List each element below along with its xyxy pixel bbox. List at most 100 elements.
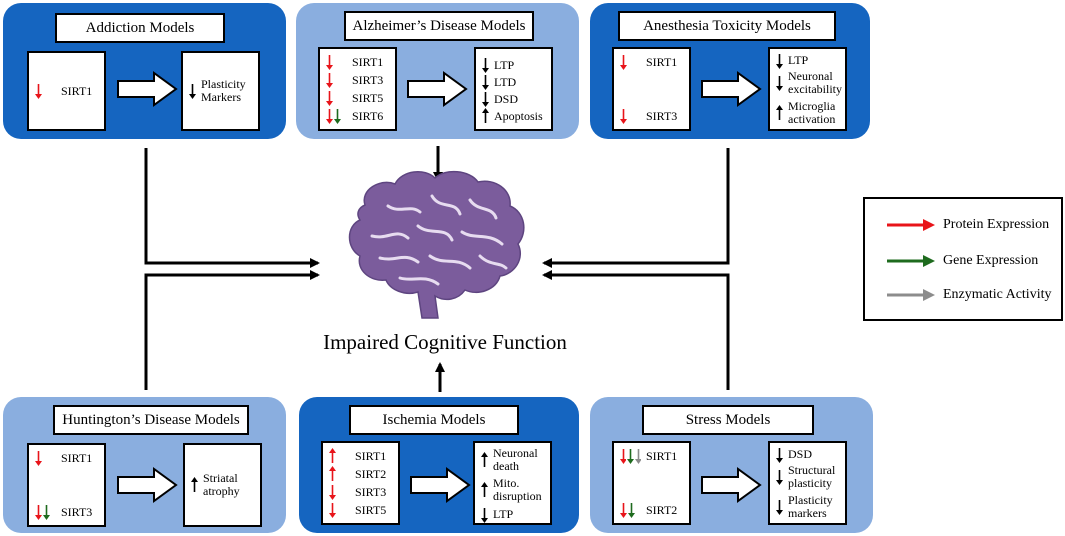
effect-label: LTD [494, 74, 517, 89]
up-arrow-icon [481, 451, 488, 467]
sirt-row: SIRT3 [620, 108, 677, 124]
arrow-group [329, 466, 351, 482]
connector-huntington [144, 270, 320, 390]
arrow-group [326, 90, 348, 106]
effect-row: Neuronal excitability [776, 69, 842, 96]
effect-box: Striatal atrophy [183, 443, 262, 527]
effect-row: LTP [776, 53, 808, 69]
up-arrow-icon [329, 466, 336, 481]
down-arrow-icon [620, 55, 627, 70]
sirt-row: SIRT2 [620, 502, 677, 518]
effect-label: LTP [493, 507, 514, 521]
sirt-label: SIRT2 [646, 502, 678, 517]
sirt-row: SIRT3 [35, 504, 92, 520]
sirt-row: SIRT5 [326, 90, 383, 106]
down-arrow-icon [329, 485, 336, 500]
gray-arrow-icon [887, 289, 935, 301]
green-arrow-icon [887, 255, 935, 267]
effect-row: DSD [776, 447, 812, 463]
down-arrow-icon [326, 109, 333, 124]
up-arrow-icon [329, 448, 336, 463]
legend: Protein Expression Gene Expression Enzym… [863, 197, 1063, 321]
down-arrow-icon [334, 109, 341, 124]
arrow-group [326, 54, 348, 70]
sirt-row: SIRT1 [35, 450, 92, 466]
arrow-group [329, 502, 351, 518]
effect-label: Structural plasticity [788, 462, 836, 490]
effect-row: Apoptosis [482, 108, 543, 124]
sirt-label: SIRT6 [352, 108, 384, 123]
connector-addiction [144, 148, 320, 268]
arrow-group [620, 502, 642, 518]
effect-row: Plasticity Markers [189, 78, 246, 104]
down-arrow-icon [326, 91, 333, 106]
arrow-group [329, 484, 351, 500]
effect-row: Microglia activation [776, 99, 835, 126]
sirt-label: SIRT3 [352, 72, 384, 87]
effect-row: LTD [482, 74, 516, 90]
effect-row: Plasticity markers [776, 493, 833, 520]
effect-row: Mito. disruption [481, 475, 542, 503]
down-arrow-icon [35, 84, 42, 99]
effect-row: LTP [481, 507, 513, 523]
effect-label: LTP [788, 53, 809, 67]
arrow-group [326, 108, 348, 124]
sirt-row: SIRT3 [329, 484, 386, 500]
effect-row: Neuronal death [481, 446, 538, 473]
effect-label: DSD [788, 447, 813, 461]
panel-title: Anesthesia Toxicity Models [618, 11, 836, 41]
sirt-row: SIRT1 [620, 54, 677, 70]
effect-label: DSD [494, 91, 519, 106]
down-arrow-icon [35, 451, 42, 466]
panel-addiction: Addiction Models SIRT1 Plasticity Marker… [3, 3, 286, 139]
sirt-row: SIRT3 [326, 72, 383, 88]
down-arrow-icon [620, 109, 627, 124]
effect-label: LTP [494, 57, 515, 72]
down-arrow-icon [329, 503, 336, 518]
sirt-label: SIRT5 [355, 502, 387, 517]
sirt-row: SIRT1 [620, 448, 677, 464]
down-arrow-icon [326, 73, 333, 88]
down-arrow-icon [482, 92, 489, 107]
arrow-group [326, 72, 348, 88]
sirt-row: SIRT6 [326, 108, 383, 124]
effect-label: Mito. disruption [493, 475, 542, 503]
panel-title: Stress Models [642, 405, 814, 435]
arrow-group [329, 448, 351, 464]
arrow-group [35, 450, 57, 466]
down-arrow-icon [482, 58, 489, 73]
legend-label: Enzymatic Activity [943, 287, 1052, 302]
down-arrow-icon [43, 505, 50, 520]
down-arrow-icon [482, 75, 489, 90]
down-arrow-icon [634, 449, 641, 464]
arrow-group [620, 108, 642, 124]
panel-title: Huntington’s Disease Models [53, 405, 249, 435]
down-arrow-icon [776, 499, 783, 515]
effect-label: Striatal atrophy [203, 471, 240, 498]
arrow-group [620, 54, 642, 70]
down-arrow-icon [620, 503, 627, 518]
effect-row: Structural plasticity [776, 462, 836, 490]
connector-stress [542, 270, 730, 390]
down-arrow-icon [189, 84, 196, 99]
arrow-group [35, 83, 57, 99]
sirt-row: SIRT1 [35, 83, 92, 99]
effect-row: DSD [482, 91, 518, 107]
sirt-label: SIRT3 [61, 504, 93, 519]
down-arrow-icon [627, 449, 634, 464]
sirt-box: SIRT1 [27, 51, 106, 131]
panel-title: Addiction Models [55, 13, 225, 43]
legend-item-protein: Protein Expression [885, 217, 1049, 233]
center-label: Impaired Cognitive Function [323, 330, 567, 354]
down-arrow-icon [776, 447, 783, 463]
effect-label: Plasticity Markers [201, 77, 246, 104]
